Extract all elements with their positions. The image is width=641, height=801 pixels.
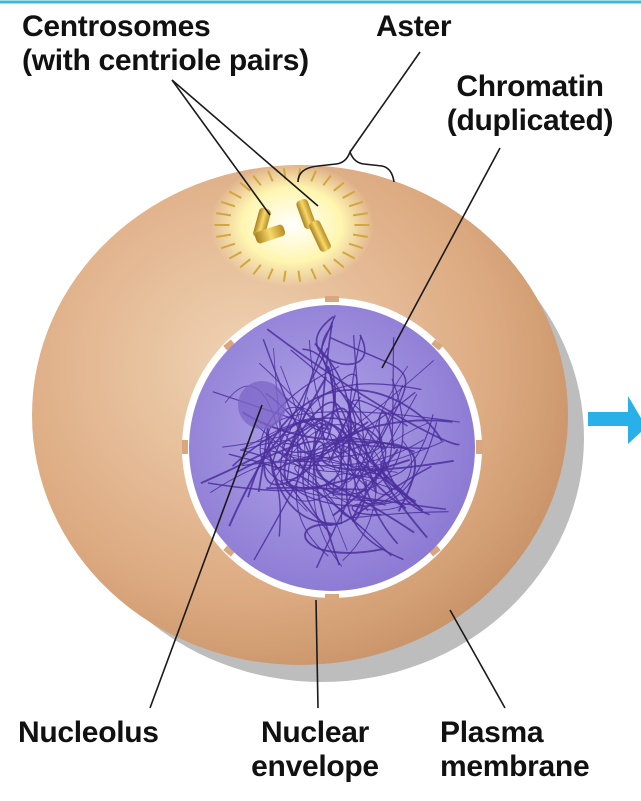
label-plasma-membrane-line1: Plasma <box>440 716 589 750</box>
label-chromatin-line1: Chromatin <box>420 70 640 104</box>
label-plasma-membrane-line2: membrane <box>440 750 589 784</box>
next-stage-arrow <box>588 396 641 444</box>
label-nuclear-envelope: Nuclear envelope <box>230 716 400 784</box>
label-aster: Aster <box>376 10 451 44</box>
label-nucleolus: Nucleolus <box>18 716 159 750</box>
leader-aster <box>350 52 420 152</box>
aster <box>210 163 374 287</box>
label-plasma-membrane: Plasma membrane <box>440 716 589 784</box>
label-chromatin-line2: (duplicated) <box>420 104 640 138</box>
label-chromatin: Chromatin (duplicated) <box>420 70 640 138</box>
nucleus <box>182 296 482 600</box>
label-nuclear-envelope-line1: Nuclear <box>230 716 400 750</box>
aster-glow <box>210 163 374 287</box>
label-centrosomes-line2: (with centriole pairs) <box>22 44 309 78</box>
label-centrosomes: Centrosomes (with centriole pairs) <box>22 10 309 78</box>
label-nuclear-envelope-line2: envelope <box>230 750 400 784</box>
label-centrosomes-line1: Centrosomes <box>22 10 309 44</box>
